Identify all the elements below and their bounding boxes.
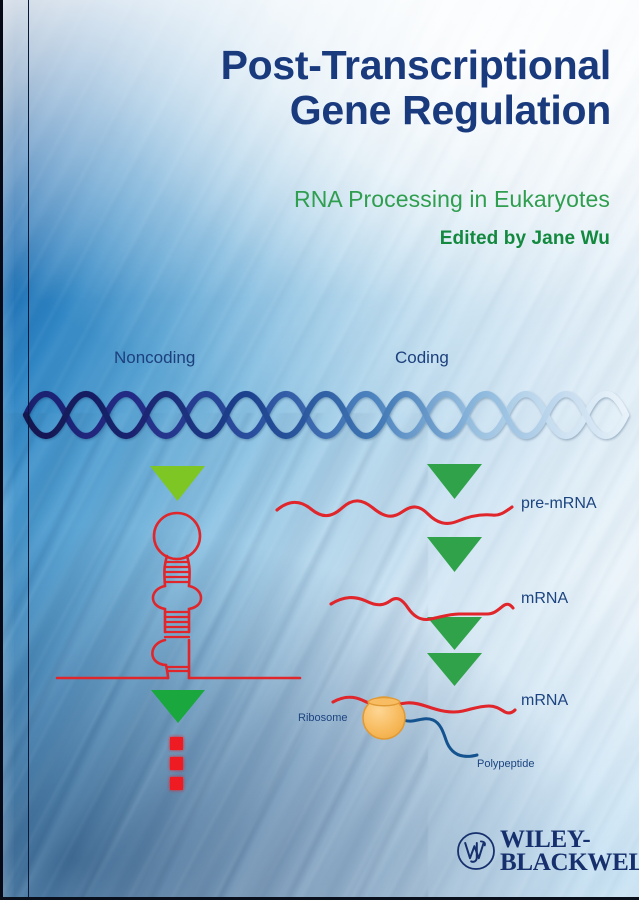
dna-helix-icon [22,391,630,439]
publisher-name: WILEY- BLACKWELL [500,826,639,876]
publisher-name-line-1: WILEY- [500,826,591,853]
book-title-line-2: Gene Regulation [289,87,612,134]
diagram-label-pre-mrna: pre-mRNA [521,495,597,512]
ribosome-icon [362,696,406,740]
cover-background-texture-lower [0,412,429,897]
cover-top-fade [0,0,639,300]
diagram-label-noncoding: Noncoding [114,348,196,367]
polypeptide-chain-icon [385,709,479,758]
diagram-label-coding: Coding [395,348,449,367]
book-title: Post-Transcriptional Gene Regulation [30,42,612,134]
diagram-label-polypeptide: Polypeptide [477,758,535,770]
arrow-coding-2-icon [427,537,482,572]
diagram-label-mrna-spliced: mRNA [521,590,569,607]
book-spine [0,0,29,897]
mrna-strand-icon [329,596,515,622]
arrow-noncoding-1-icon [150,466,205,501]
arrow-noncoding-2-icon [151,690,205,723]
translated-mrna-strand-icon [331,695,517,715]
book-spine-highlight [3,0,14,897]
diagram-label-mrna-translated: mRNA [521,692,569,709]
rna-degradation-marks-icon [170,737,183,790]
publisher-logo: WILEY- BLACKWELL [456,826,639,876]
arrow-coding-1-icon [427,464,482,499]
wiley-monogram-icon [457,832,495,870]
diagram-label-ribosome: Ribosome [298,712,348,724]
arrow-coding-3-icon [427,617,482,650]
book-title-line-1: Post-Transcriptional [220,42,612,88]
arrow-coding-4-icon [427,653,482,686]
rna-hairpin-icon [55,511,302,680]
book-editor: Edited by Jane Wu [439,228,610,249]
publisher-name-line-2: BLACKWELL [500,849,639,876]
pre-mrna-strand-icon [275,499,514,525]
book-subtitle: RNA Processing in Eukaryotes [294,186,610,212]
